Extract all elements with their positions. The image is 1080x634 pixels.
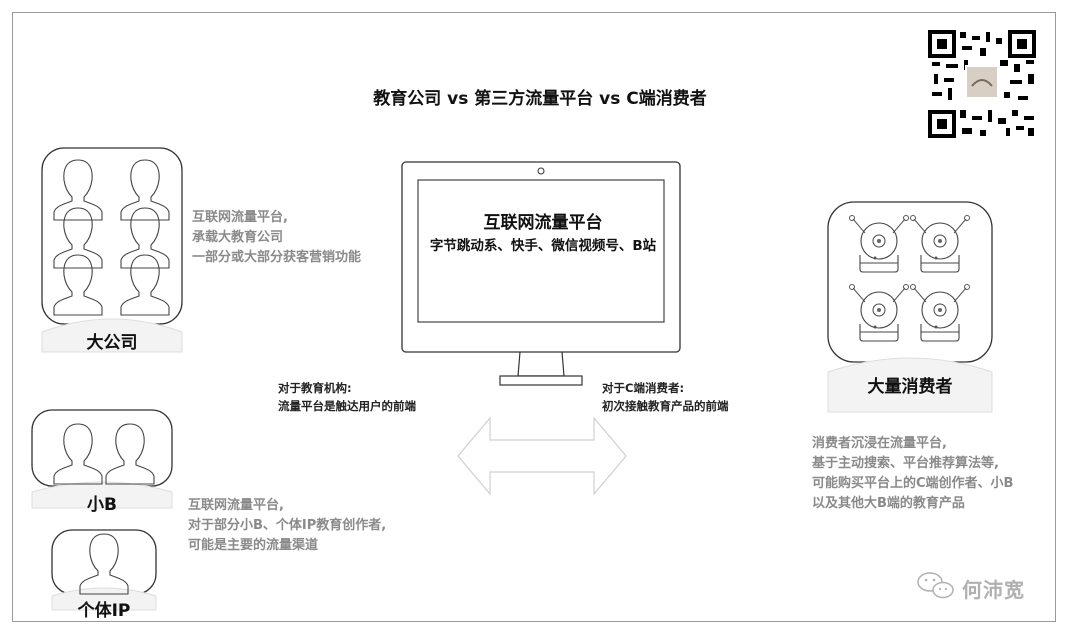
watermark-text: 何沛宽 <box>962 578 1025 602</box>
desc-line: 以及其他大B端的教育产品 <box>812 496 965 511</box>
desc-line: 消费者沉浸在流量平台, <box>812 436 947 451</box>
individual-ip-box <box>51 529 157 611</box>
monitor-icon <box>401 161 681 386</box>
desc-line: 互联网流量平台, <box>188 498 284 513</box>
double-arrow-icon <box>457 416 627 496</box>
page-title: 教育公司 vs 第三方流量平台 vs C端消费者 <box>373 89 707 109</box>
desc-line: 一部分或大部分获客营销功能 <box>192 250 362 265</box>
desc-line: 承载大教育公司 <box>192 230 284 245</box>
wechat-icon <box>917 572 954 599</box>
consumers-box <box>827 201 993 413</box>
desc-line: 互联网流量平台, <box>192 210 288 225</box>
qr-code-icon <box>928 30 1036 138</box>
note-line: 流量平台是触达用户的前端 <box>278 399 416 413</box>
desc-line: 基于主动搜索、平台推荐算法等, <box>812 456 999 471</box>
desc-line: 可能购买平台上的C端创作者、小B <box>812 476 1014 491</box>
small-b-box <box>31 409 173 509</box>
note-line: 对于C端消费者: <box>602 381 685 395</box>
desc-line: 可能是主要的流量渠道 <box>188 538 319 553</box>
small-b-label: 小B <box>87 495 117 515</box>
right-note: 对于C端消费者: 初次接触教育产品的前端 <box>602 379 729 415</box>
desc-line: 对于部分小B、个体IP教育创作者, <box>188 518 387 533</box>
individual-ip-label: 个体IP <box>77 601 131 621</box>
small-b-description: 互联网流量平台, 对于部分小B、个体IP教育创作者, 可能是主要的流量渠道 <box>188 496 386 556</box>
big-company-box <box>41 147 183 353</box>
note-line: 对于教育机构: <box>278 381 352 395</box>
big-company-label: 大公司 <box>86 333 138 353</box>
big-company-description: 互联网流量平台, 承载大教育公司 一部分或大部分获客营销功能 <box>192 208 361 268</box>
note-line: 初次接触教育产品的前端 <box>602 399 729 413</box>
platform-subtitle: 字节跳动系、快手、微信视频号、B站 <box>429 238 657 254</box>
left-note: 对于教育机构: 流量平台是触达用户的前端 <box>278 379 416 415</box>
platform-title: 互联网流量平台 <box>483 213 603 233</box>
diagram-frame <box>12 12 1056 622</box>
consumers-description: 消费者沉浸在流量平台, 基于主动搜索、平台推荐算法等, 可能购买平台上的C端创作… <box>812 434 1013 514</box>
consumers-label: 大量消费者 <box>867 377 953 397</box>
